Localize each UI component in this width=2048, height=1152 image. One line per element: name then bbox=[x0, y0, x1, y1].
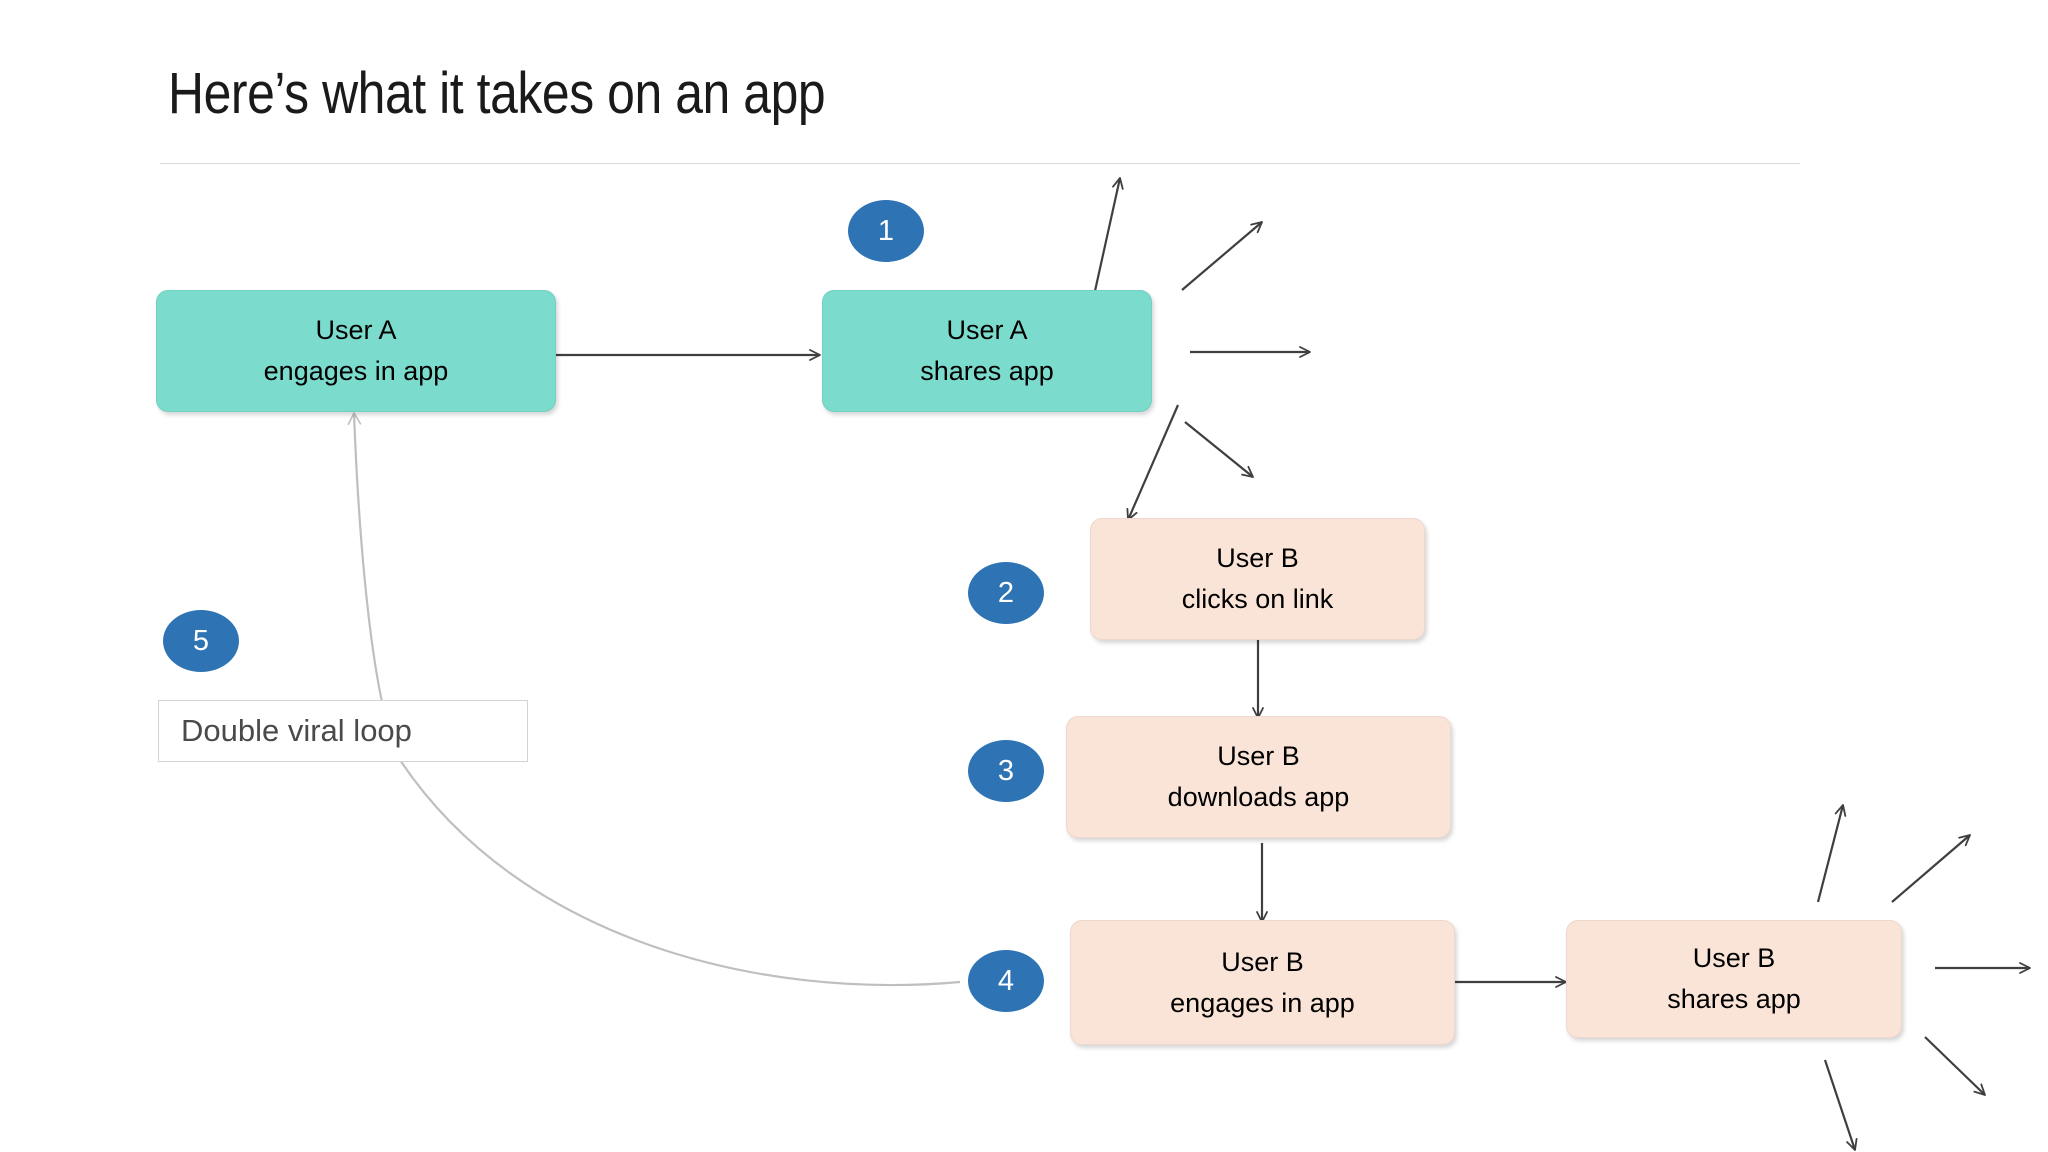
step-badge-label: 1 bbox=[877, 214, 895, 247]
fanout-a-down-right bbox=[1184, 421, 1254, 478]
callout-double-viral-loop[interactable]: Double viral loop bbox=[158, 700, 528, 762]
step-badge-1[interactable]: 1 bbox=[848, 200, 924, 262]
fanout-a-up bbox=[1091, 177, 1124, 301]
node-line-2: clicks on link bbox=[1181, 584, 1334, 614]
node-line-2: shares app bbox=[1667, 984, 1801, 1014]
fanout-b-up-right bbox=[1891, 834, 1971, 903]
node-user-b-downloads[interactable]: User B downloads app bbox=[1066, 716, 1451, 838]
step-badge-5[interactable]: 5 bbox=[163, 610, 239, 672]
step-badge-label: 4 bbox=[997, 964, 1015, 997]
node-line-2: downloads app bbox=[1167, 782, 1350, 812]
node-line-1: User A bbox=[946, 315, 1028, 345]
node-line-1: User A bbox=[315, 315, 397, 345]
title-divider bbox=[160, 163, 1800, 164]
node-user-a-shares[interactable]: User A shares app bbox=[822, 290, 1152, 412]
fanout-a-up-right bbox=[1181, 221, 1263, 291]
node-line-2: shares app bbox=[920, 356, 1054, 386]
node-line-2: engages in app bbox=[263, 356, 449, 386]
node-user-b-shares[interactable]: User B shares app bbox=[1566, 920, 1902, 1038]
node-line-1: User B bbox=[1216, 543, 1299, 573]
step-badge-label: 3 bbox=[997, 754, 1015, 787]
node-line-1: User B bbox=[1692, 943, 1776, 973]
fanout-b-down-right bbox=[1924, 1036, 1986, 1096]
callout-label: Double viral loop bbox=[181, 713, 412, 748]
edge-shares-to-clicks bbox=[1126, 404, 1180, 521]
node-line-1: User B bbox=[1217, 741, 1300, 771]
node-user-a-engages[interactable]: User A engages in app bbox=[156, 290, 556, 412]
node-user-b-clicks[interactable]: User B clicks on link bbox=[1090, 518, 1425, 640]
step-badge-3[interactable]: 3 bbox=[968, 740, 1044, 802]
node-line-2: engages in app bbox=[1170, 987, 1355, 1018]
node-line-1: User B bbox=[1221, 946, 1304, 977]
fanout-b-up bbox=[1816, 804, 1847, 903]
step-badge-2[interactable]: 2 bbox=[968, 562, 1044, 624]
step-badge-4[interactable]: 4 bbox=[968, 950, 1044, 1012]
node-user-b-engages[interactable]: User B engages in app bbox=[1070, 920, 1455, 1045]
step-badge-label: 5 bbox=[192, 624, 210, 657]
step-badge-label: 2 bbox=[997, 576, 1015, 609]
page-title: Here’s what it takes on an app bbox=[168, 61, 826, 126]
fanout-b-down bbox=[1823, 1059, 1858, 1151]
